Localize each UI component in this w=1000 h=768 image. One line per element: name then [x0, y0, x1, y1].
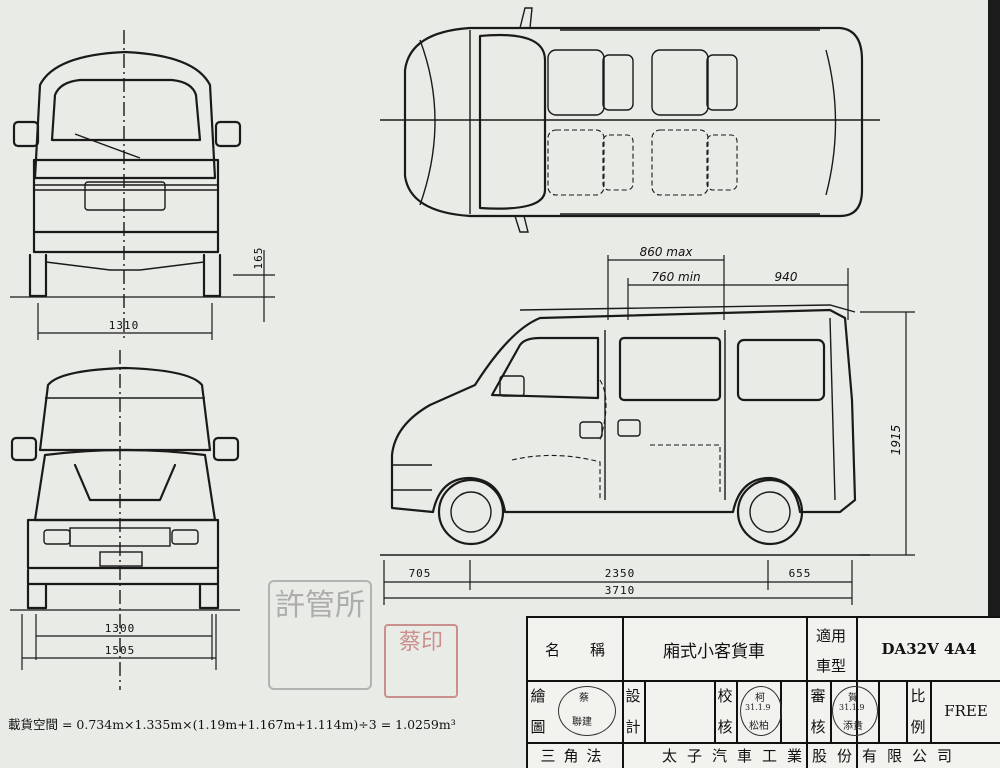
check-stamp: 柯 31.1.9 松柏 — [740, 686, 782, 736]
check-label-2: 核 — [717, 718, 733, 736]
review-label-2: 核 — [810, 718, 826, 736]
projection-label: 三角法 — [540, 746, 610, 765]
title-block: 名 稱 廂式小客貨車 適用 車型 DA32V 4A4 繪 圖 蔡 聯建 設 計 … — [526, 616, 1000, 768]
front-overhang-label: 705 — [409, 567, 432, 580]
overall-width-label: 1505 — [105, 644, 136, 657]
cargo-space-formula: 載貨空間 = 0.734m×1.335m×(1.19m+1.167m+1.114… — [8, 717, 456, 732]
gray-seal: 許管所 — [268, 580, 372, 690]
side-view: 860 max 760 min 940 1915 705 2350 655 37… — [380, 245, 915, 605]
rear-track-label: 1310 — [109, 319, 140, 332]
rear-ground-clearance-label: 165 — [252, 247, 265, 270]
vehicle-type-label: 車型 — [815, 656, 846, 675]
company-name: 太子汽車工業股份有限公司 — [661, 746, 962, 765]
model-value: DA32V 4A4 — [881, 640, 977, 658]
drawn-stamp: 蔡 聯建 — [558, 686, 616, 736]
overall-height-label: 1915 — [889, 425, 903, 456]
scan-edge — [988, 0, 1000, 758]
scale-value: FREE — [944, 702, 988, 720]
front-track-label: 1300 — [105, 622, 136, 635]
scale-label: 比 — [910, 687, 926, 705]
name-label: 名 稱 — [544, 640, 605, 659]
red-seal: 蔡印 — [384, 624, 458, 698]
scale-label-2: 例 — [910, 718, 926, 736]
cargo-length-max-label: 860 max — [640, 245, 694, 259]
top-view — [380, 7, 880, 233]
design-label-2: 計 — [625, 718, 641, 736]
rear-view: 165 1310 — [10, 30, 275, 340]
front-view: 1300 1505 — [10, 350, 240, 690]
review-label: 審 — [810, 687, 826, 705]
rear-section-label: 940 — [775, 270, 798, 284]
overall-length-label: 3710 — [605, 584, 636, 597]
name-value: 廂式小客貨車 — [663, 641, 765, 662]
drawn-label-2: 圖 — [530, 718, 546, 736]
applicable-label: 適用 — [815, 626, 846, 645]
check-label: 校 — [717, 687, 733, 705]
drawn-label: 繪 — [530, 687, 546, 705]
design-label: 設 — [625, 687, 641, 705]
cargo-length-min-label: 760 min — [651, 270, 700, 284]
review-stamp: 賀 31.1.9 添貴 — [832, 686, 878, 736]
wheelbase-label: 2350 — [605, 567, 636, 580]
rear-overhang-label: 655 — [789, 567, 812, 580]
